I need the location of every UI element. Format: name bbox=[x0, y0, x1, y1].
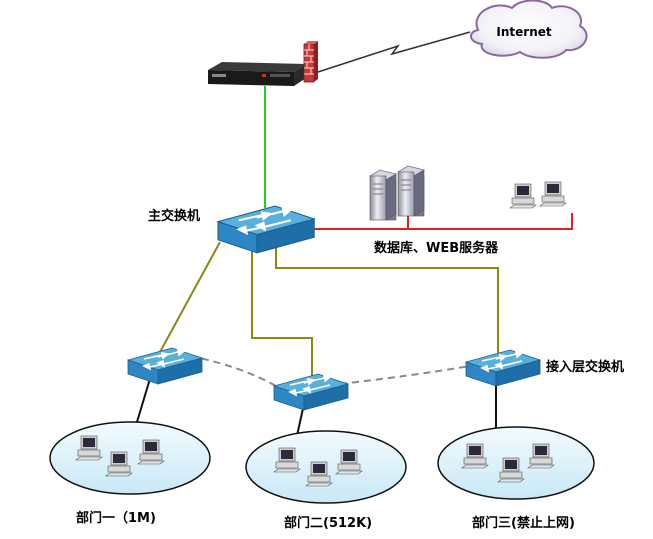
firewall-icon bbox=[303, 41, 318, 83]
dept2-dept3-redundant-link bbox=[339, 365, 471, 385]
firewall-to-internet-link bbox=[317, 31, 471, 73]
router-icon bbox=[208, 62, 306, 86]
pc-icon bbox=[539, 181, 567, 207]
dept3-access-switch-icon bbox=[465, 349, 541, 387]
dept3-lan bbox=[437, 426, 595, 500]
main-switch-to-dept3-switch-link bbox=[275, 246, 499, 354]
dept1-dept2-redundant-link bbox=[189, 355, 277, 387]
dept2-lan bbox=[245, 430, 407, 504]
main-switch-icon bbox=[216, 204, 316, 254]
pc-icon bbox=[509, 183, 537, 209]
servers-label: 数据库、WEB服务器 bbox=[374, 240, 499, 256]
main-switch-to-dept2-switch-link bbox=[251, 246, 313, 378]
cloud-icon bbox=[470, 0, 588, 59]
main-switch-label: 主交换机 bbox=[148, 208, 200, 224]
database-server-icon bbox=[369, 169, 397, 221]
dept1-lan bbox=[49, 421, 211, 495]
dept1-access-switch-icon bbox=[127, 347, 203, 385]
dept2-access-switch-icon bbox=[273, 373, 349, 411]
dept2-label: 部门二(512K) bbox=[284, 515, 372, 531]
servers-to-workstations-link bbox=[408, 213, 573, 230]
dept1-label: 部门一（1M) bbox=[76, 510, 156, 526]
main-switch-to-dept1-switch-link bbox=[159, 241, 221, 353]
dept3-label: 部门三(禁止上网) bbox=[472, 515, 575, 531]
access-switch-label: 接入层交换机 bbox=[546, 359, 624, 375]
web-server-icon bbox=[397, 165, 425, 217]
internet-label: Internet bbox=[496, 25, 551, 39]
